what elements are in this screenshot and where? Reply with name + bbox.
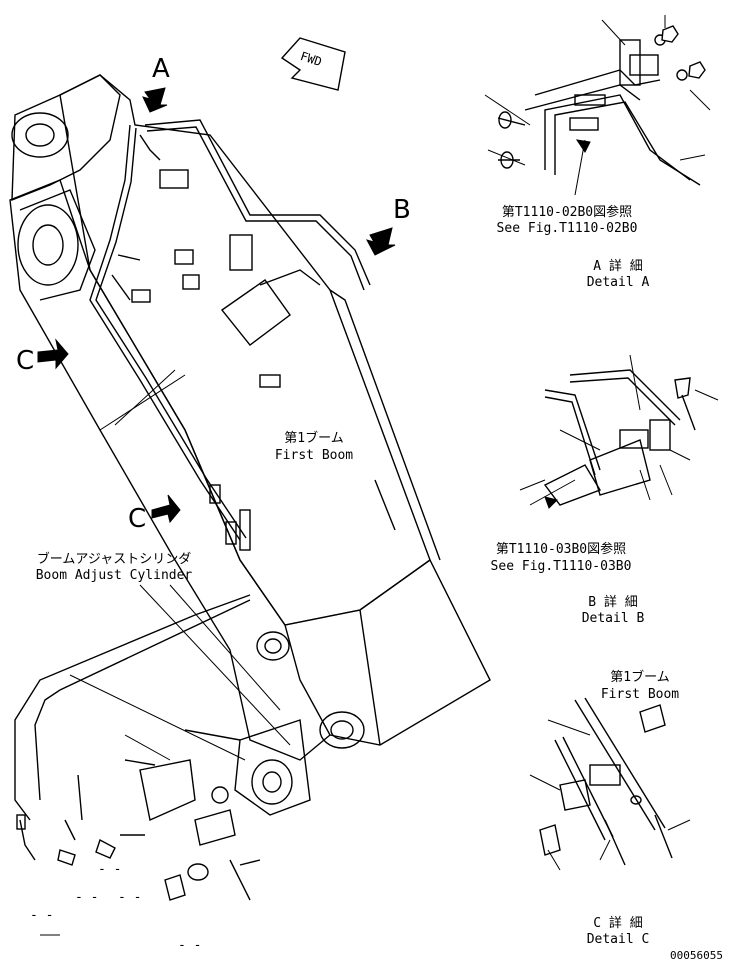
detail-b-jp: B 詳 細 [588,595,638,610]
detail-a-drawing [484,15,711,196]
dash-mark: - - [30,908,54,923]
boom-pipes [89,119,371,551]
dash-mark: - - [118,890,142,905]
boom-adjust-cylinder [14,594,311,846]
detail-b-drawing [519,354,719,509]
ref-a-jp: 第T1110-02B0図参照 [501,205,633,220]
view-arrows [37,87,396,524]
cylinder-jp: ブームアジャストシリンダ [36,552,192,567]
ref-a-en: See Fig.T1110-02B0 [496,221,638,236]
view-label-b: B [393,195,411,225]
view-label-a: A [152,54,170,84]
first-boom-en: First Boom [274,448,354,463]
view-label-c-upper: C [16,346,35,376]
leader-lines [40,369,291,936]
loose-parts [16,759,261,901]
detail-c-en: Detail C [586,932,650,947]
ref-b-jp: 第T1110-03B0図参照 [495,542,627,557]
detail-c-drawing [529,697,691,871]
cylinder-en: Boom Adjust Cylinder [35,568,193,583]
dash-mark: - - [98,862,122,877]
detail-a-jp: A 詳 細 [593,259,643,274]
first-boom-c-jp: 第1ブーム [610,670,670,685]
detail-b-en: Detail B [581,611,645,626]
fwd-arrow [280,37,346,91]
ref-b-en: See Fig.T1110-03B0 [490,559,632,574]
first-boom-c-en: First Boom [600,687,680,702]
dash-mark: - - [75,890,99,905]
first-boom-jp: 第1ブーム [284,431,344,446]
first-boom-body [9,74,491,761]
drawing-number: 00056055 [670,949,723,962]
detail-a-en: Detail A [586,275,650,290]
detail-c-jp: C 詳 細 [593,916,643,931]
dash-mark: - - [178,938,202,953]
view-label-c-lower: C [128,504,147,534]
